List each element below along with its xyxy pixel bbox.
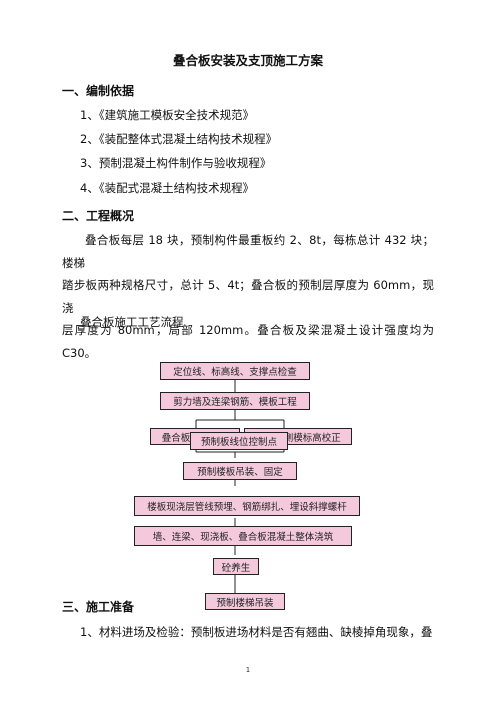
flow-step-9: 预制楼梯吊装	[205, 593, 285, 610]
overview-paragraph: 叠合板每层 18 块，预制构件最重板约 2、8t，每栋总计 432 块；楼梯 踏…	[62, 229, 434, 364]
overview-line-1: 叠合板每层 18 块，预制构件最重板约 2、8t，每栋总计 432 块；楼梯	[62, 233, 434, 270]
basis-item-2: 2、《装配整体式混凝土结构技术规程》	[80, 132, 278, 146]
overview-line-2: 踏步板两种规格尺寸，总计 5、4t；叠合板的预制层厚度为 60mm，现浇	[62, 278, 434, 315]
section-heading-overview: 二、工程概况	[62, 209, 135, 223]
section-heading-basis: 一、编制依据	[62, 84, 135, 98]
basis-item-4: 4、《装配式混凝土结构技术规程》	[80, 181, 255, 195]
overview-line-3: 层厚度为 80mm，局部 120mm。叠合板及梁混凝土设计强度均为 C30。	[62, 323, 434, 360]
document-title: 叠合板安装及支顶施工方案	[172, 53, 323, 68]
preparation-item-1: 1、材料进场及检验：预制板进场材料是否有翘曲、缺棱掉角现象，叠	[80, 625, 433, 639]
flow-caption: 叠合板施工工艺流程	[80, 315, 184, 329]
flow-step-8: 砼养生	[213, 558, 259, 575]
flow-step-4: 预制板线位控制点	[190, 432, 288, 450]
flow-step-1: 定位线、标高线、支撑点检查	[160, 362, 310, 380]
section-heading-preparation: 三、施工准备	[62, 600, 135, 614]
basis-item-3: 3、预制混凝土构件制作与验收规程》	[80, 156, 272, 170]
basis-item-1: 1、《建筑施工模板安全技术规范》	[80, 108, 255, 122]
flow-step-7: 墙、连梁、现浇板、叠合板混凝土整体浇筑	[134, 526, 352, 546]
flow-step-2: 剪力墙及连梁钢筋、模板工程	[160, 392, 310, 410]
flow-step-5: 预制楼板吊装、固定	[183, 462, 297, 480]
page-number: 1	[245, 666, 251, 674]
flow-step-6: 楼板现浇层管线预埋、钢筋绑扎、埋设斜撑螺杆	[134, 496, 360, 516]
